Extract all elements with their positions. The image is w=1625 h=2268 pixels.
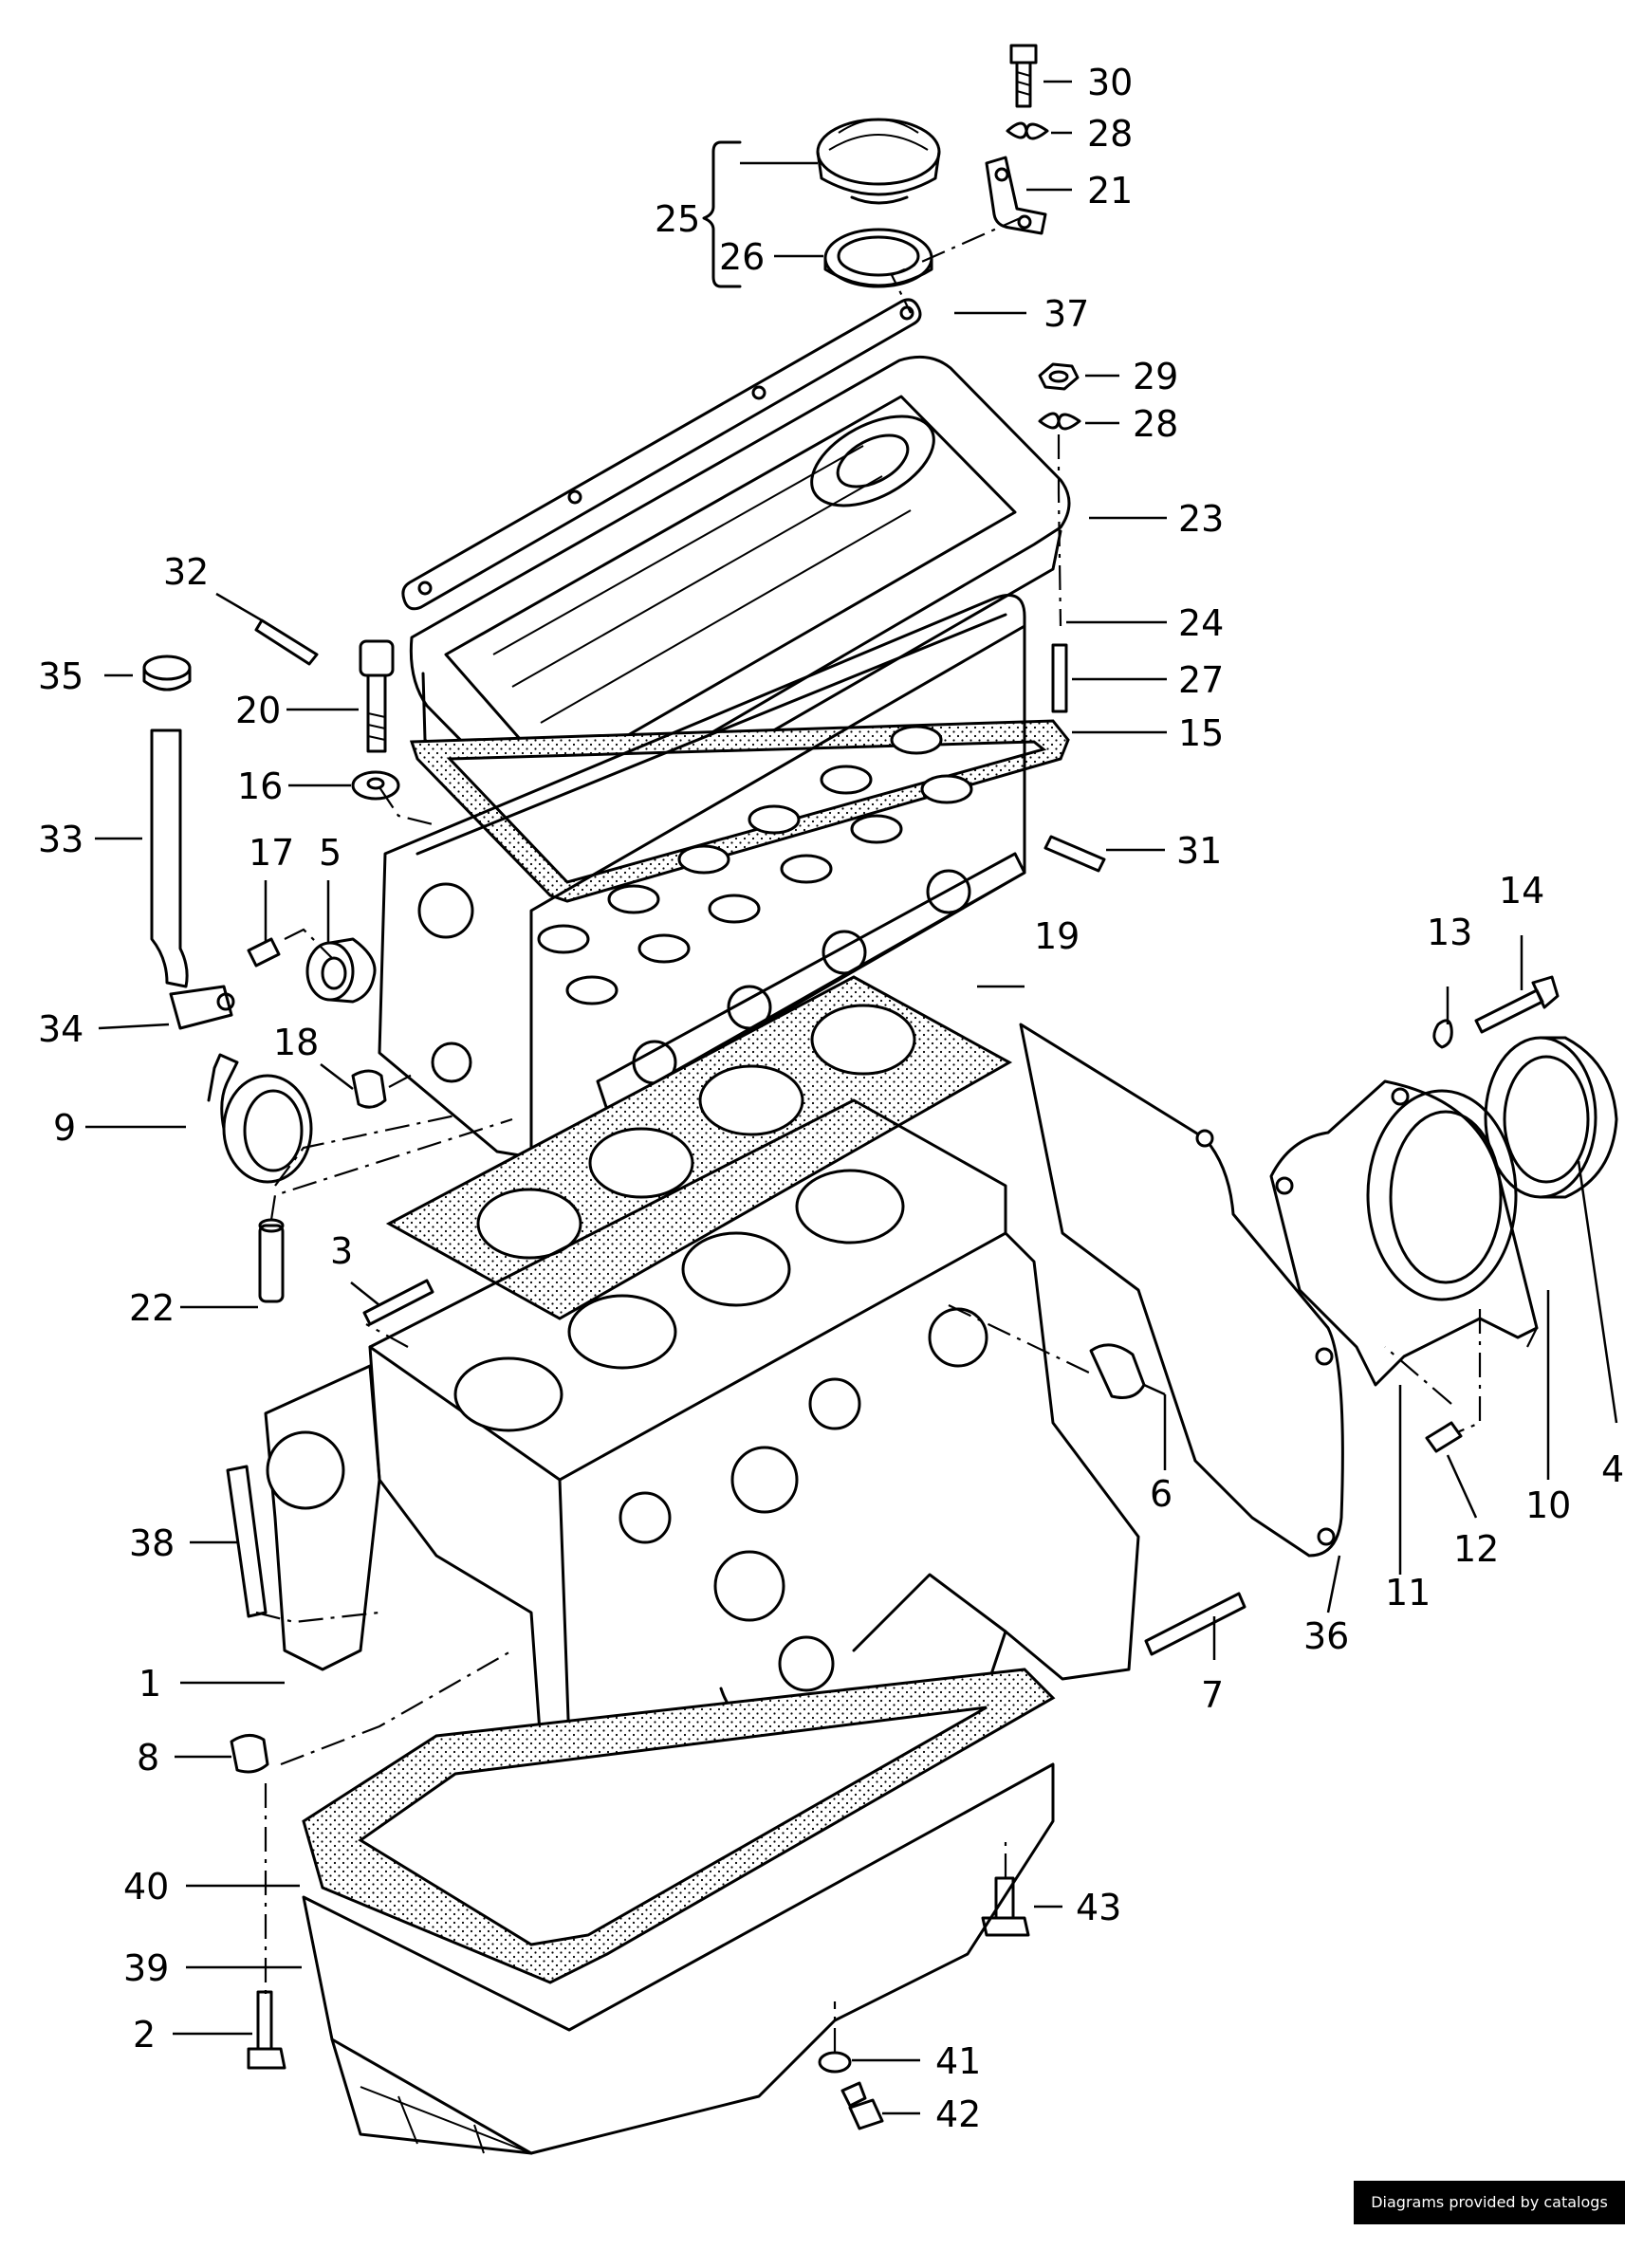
stud-7 [1144,1592,1246,1656]
callout-7: 7 [1201,1674,1224,1716]
crankcase-breather-9 [207,1053,313,1184]
callout-37: 37 [1043,293,1089,335]
callout-8: 8 [137,1737,159,1779]
callout-35: 35 [38,655,83,697]
dowel-17 [247,937,281,968]
hose-connector-34 [169,985,235,1030]
leader-lines [85,80,1618,2115]
callout-9: 9 [53,1107,76,1149]
callout-1: 1 [138,1663,161,1705]
callout-22: 22 [129,1287,175,1329]
bolt-14 [1474,975,1560,1034]
bolt-43 [981,1876,1030,1937]
bolt-2 [247,1990,286,2070]
breather-hose-33 [150,728,189,988]
dowel-12 [1425,1421,1463,1453]
callout-28: 28 [1087,113,1133,155]
gasket-plate-36 [1019,1023,1344,1558]
callout-29: 29 [1133,356,1178,397]
bolt-20 [359,639,395,753]
bracket-21 [985,156,1047,235]
callout-24: 24 [1178,602,1224,644]
callout-17: 17 [249,832,294,874]
callout-13: 13 [1427,912,1472,953]
guide-sleeve-22 [258,1218,285,1303]
filler-cap-seal [823,228,933,288]
callout-40: 40 [123,1866,169,1908]
oil-filler-cap [816,118,941,205]
washer-16 [351,770,400,801]
callout-18: 18 [273,1022,319,1063]
callout-3: 3 [330,1230,353,1272]
callout-19: 19 [1034,915,1080,957]
callout-2: 2 [133,2014,156,2056]
callout-15: 15 [1178,712,1224,754]
crankshaft-seal-4 [1484,1036,1618,1199]
plug-18 [351,1069,387,1109]
callout-28b: 28 [1133,403,1178,445]
head-gasket-19 [385,975,1013,1320]
callout-36: 36 [1303,1615,1349,1657]
callout-12: 12 [1453,1528,1499,1570]
callout-27: 27 [1178,659,1224,701]
callout-32: 32 [163,551,209,593]
callout-43: 43 [1076,1887,1121,1928]
callout-4: 4 [1601,1448,1624,1490]
bracket-25 [702,140,742,288]
seal-5 [305,937,377,1004]
cover-gasket-37 [401,298,922,611]
callout-16: 16 [237,765,283,807]
stud-3 [362,1279,434,1326]
callout-25: 25 [655,198,700,240]
washer-13 [1432,1019,1453,1049]
lock-washer-28b [1038,412,1081,431]
callout-33: 33 [38,819,83,860]
stud-27 [1051,643,1068,713]
diagram-credit: Diagrams provided by catalogs parts [1354,2181,1625,2255]
callout-30: 30 [1087,62,1133,103]
callout-20: 20 [235,690,281,731]
callout-34: 34 [38,1008,83,1050]
callout-5: 5 [319,832,342,874]
callout-14: 14 [1499,870,1544,912]
plug-6 [1089,1343,1146,1399]
hose-clamp-35 [142,655,192,691]
callout-31: 31 [1176,830,1222,872]
alignment-lines [255,214,1538,2053]
callout-26: 26 [719,236,765,278]
bolt-30 [1009,44,1038,108]
stud-31 [1043,835,1106,873]
nut-29 [1038,362,1080,391]
washer-41 [818,2051,852,2074]
callout-38: 38 [129,1522,175,1564]
cylinder-head [378,594,1026,1159]
stud-32 [254,618,319,666]
callout-21: 21 [1087,170,1133,212]
callout-39: 39 [123,1947,169,1989]
callout-23: 23 [1178,498,1224,540]
dowel-38 [226,1465,268,1618]
callout-42: 42 [935,2093,981,2135]
lock-washer-28 [1006,121,1049,140]
plug-8 [230,1734,269,1774]
callout-11: 11 [1385,1572,1431,1613]
seal-flange-11 [1269,1079,1539,1387]
callout-41: 41 [935,2040,981,2082]
drain-plug-42 [840,2081,884,2130]
callout-labels: 30 28 21 25 26 37 29 28 23 24 27 15 31 3… [38,62,1624,2135]
engine-block [264,1098,1140,1899]
callout-10: 10 [1525,1484,1571,1526]
callout-6: 6 [1150,1473,1173,1515]
